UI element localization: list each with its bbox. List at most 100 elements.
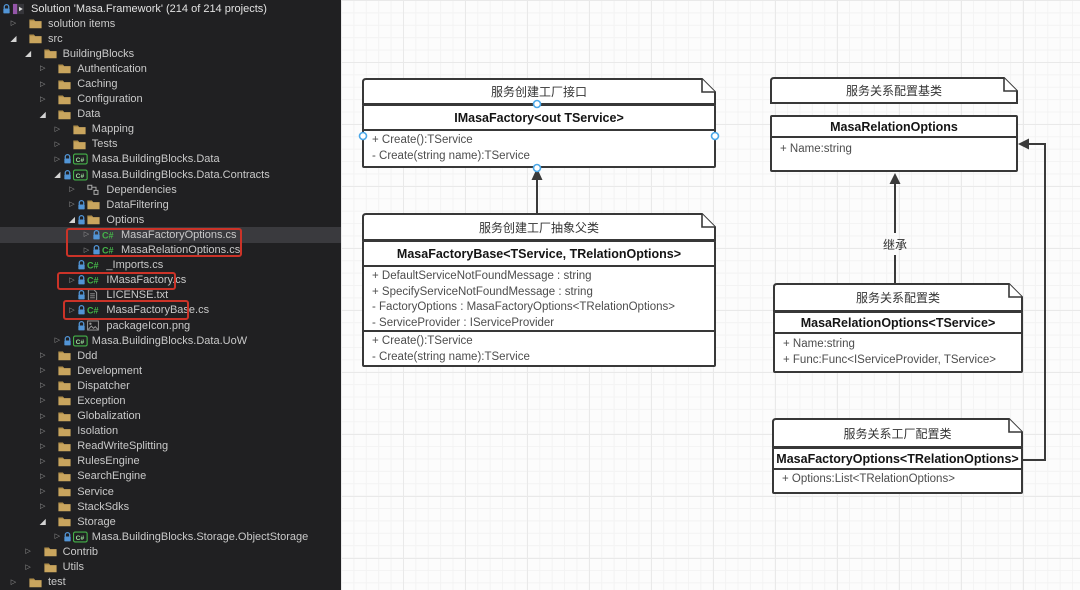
tree-item-label: Data (77, 108, 101, 121)
uml-class-imasafactory[interactable]: IMasaFactory<out TService> + Create():TS… (362, 104, 716, 168)
tree-item[interactable]: ◢ BuildingBlocks (0, 46, 341, 61)
note-outline (773, 283, 1023, 312)
expander-icon[interactable]: ▷ (25, 548, 31, 556)
uml-class-masafactoryoptions[interactable]: MasaFactoryOptions<TRelationOptions> + O… (772, 447, 1023, 494)
tree-item[interactable]: ▷ Dispatcher (0, 378, 341, 393)
tree-item[interactable]: ▷ Configuration (0, 92, 341, 107)
expander-icon[interactable]: ▷ (39, 95, 46, 103)
expander-icon[interactable]: ▷ (39, 442, 46, 450)
imagefile-icon (87, 320, 103, 331)
tree-item[interactable]: ▷ Service (0, 484, 341, 499)
tree-item-label: Masa.BuildingBlocks.Storage.ObjectStorag… (91, 530, 309, 543)
tree-item[interactable]: ▷ test (0, 575, 341, 590)
uml-diagram-canvas[interactable]: 服务创建工厂接口 服务创建工厂抽象父类 服务关系配置基类 服务关系配置类 服务关… (341, 0, 1080, 590)
tree-item[interactable]: ◢ Options (0, 212, 341, 227)
expander-icon[interactable]: ▷ (39, 80, 46, 88)
uml-class-title: IMasaFactory<out TService> (364, 106, 714, 131)
expander-icon[interactable]: ▷ (83, 231, 90, 239)
expander-icon[interactable]: ▷ (54, 140, 60, 148)
tree-item[interactable]: ▷ Utils (0, 559, 341, 574)
uml-note-factory-options[interactable]: 服务关系工厂配置类 (772, 418, 1023, 448)
expander-icon[interactable]: ▷ (54, 337, 60, 345)
expander-icon[interactable]: ▷ (69, 276, 75, 284)
tree-item-label: Masa.BuildingBlocks.Data.UoW (91, 334, 248, 347)
uml-note-abstract-base[interactable]: 服务创建工厂抽象父类 (362, 213, 716, 241)
expander-icon[interactable]: ▷ (69, 306, 75, 314)
tree-item[interactable]: ▷ C# MasaFactoryBase.cs (0, 303, 341, 318)
tree-item-label: Configuration (77, 93, 143, 106)
expander-icon[interactable]: ▷ (69, 201, 75, 209)
tree-item[interactable]: ▷ RulesEngine (0, 454, 341, 469)
tree-item[interactable]: ▷ Exception (0, 393, 341, 408)
tree-item[interactable]: ▷ Authentication (0, 61, 341, 76)
expander-icon[interactable]: ▷ (39, 457, 46, 465)
solution-explorer-panel: Solution 'Masa.Framework' (214 of 214 pr… (0, 0, 341, 590)
expander-icon[interactable]: ▷ (39, 397, 46, 405)
tree-item-solution-root[interactable]: Solution 'Masa.Framework' (214 of 214 pr… (0, 1, 341, 16)
folder-icon (44, 48, 60, 59)
tree-item[interactable]: ▷ C# Masa.BuildingBlocks.Data (0, 152, 341, 167)
tree-item[interactable]: ▷ C# Masa.BuildingBlocks.Storage.ObjectS… (0, 529, 341, 544)
tree-item[interactable]: ◢ Storage (0, 514, 341, 529)
tree-item[interactable]: ◢ C# Masa.BuildingBlocks.Data.Contracts (0, 167, 341, 182)
solution-tree: Solution 'Masa.Framework' (214 of 214 pr… (0, 1, 341, 590)
expander-icon[interactable]: ◢ (25, 49, 32, 59)
tree-item[interactable]: ▷ Globalization (0, 409, 341, 424)
expander-icon[interactable]: ◢ (68, 215, 75, 225)
expander-icon[interactable]: ▷ (39, 472, 46, 480)
expander-icon[interactable]: ▷ (39, 412, 46, 420)
folder-icon (58, 94, 74, 105)
expander-icon[interactable]: ▷ (39, 488, 46, 496)
edge-association[interactable] (1021, 143, 1046, 461)
tree-item[interactable]: ▷ solution items (0, 16, 341, 31)
expander-icon[interactable]: ▷ (39, 367, 46, 375)
expander-icon[interactable]: ◢ (39, 109, 46, 119)
tree-item[interactable]: ▷ Development (0, 363, 341, 378)
uml-note-relation-base[interactable]: 服务关系配置基类 (770, 77, 1018, 104)
tree-item[interactable]: ▷ Contrib (0, 544, 341, 559)
tree-item[interactable]: ▷ Isolation (0, 424, 341, 439)
uml-class-masafactorybase[interactable]: MasaFactoryBase<TService, TRelationOptio… (362, 240, 716, 367)
tree-item[interactable]: ▷ Mapping (0, 122, 341, 137)
tree-item[interactable]: ◢ src (0, 31, 341, 46)
tree-item[interactable]: packageIcon.png (0, 318, 341, 333)
tree-item[interactable]: ▷ Caching (0, 76, 341, 91)
tree-item-label: Mapping (91, 123, 134, 136)
tree-item[interactable]: ▷ SearchEngine (0, 469, 341, 484)
uml-note-interface[interactable]: 服务创建工厂接口 (362, 78, 716, 105)
expander-icon[interactable]: ▷ (54, 155, 60, 163)
expander-icon[interactable]: ▷ (39, 382, 46, 390)
tree-item[interactable]: ▷ StackSdks (0, 499, 341, 514)
expander-icon[interactable]: ▷ (10, 20, 17, 28)
uml-note-relation[interactable]: 服务关系配置类 (773, 283, 1023, 312)
expander-icon[interactable]: ◢ (10, 34, 17, 44)
expander-icon[interactable]: ◢ (54, 170, 61, 180)
expander-icon[interactable]: ◢ (39, 517, 46, 527)
tree-item[interactable]: ▷ Tests (0, 137, 341, 152)
tree-item[interactable]: LICENSE.txt (0, 288, 341, 303)
tree-item[interactable]: ▷ C# MasaFactoryOptions.cs (0, 227, 341, 243)
tree-item[interactable]: ◢ Data (0, 107, 341, 122)
tree-item[interactable]: ▷ C# IMasaFactory.cs (0, 273, 341, 288)
uml-member: - ServiceProvider : IServiceProvider (372, 316, 555, 329)
tree-item[interactable]: ▷ Dependencies (0, 182, 341, 197)
expander-icon[interactable]: ▷ (54, 125, 60, 133)
tree-item[interactable]: ▷ DataFiltering (0, 197, 341, 212)
tree-item[interactable]: ▷ Ddd (0, 348, 341, 363)
expander-icon[interactable]: ▷ (39, 352, 46, 360)
expander-icon[interactable]: ▷ (54, 533, 60, 541)
expander-icon[interactable]: ▷ (69, 186, 75, 194)
expander-icon[interactable]: ▷ (83, 246, 90, 254)
expander-icon[interactable]: ▷ (25, 563, 31, 571)
tree-item[interactable]: ▷ C# Masa.BuildingBlocks.Data.UoW (0, 333, 341, 348)
expander-icon[interactable]: ▷ (39, 503, 46, 511)
folder-icon (73, 124, 89, 135)
uml-class-masarelationoptions[interactable]: MasaRelationOptions + Name:string (770, 115, 1018, 172)
tree-item[interactable]: ▷ C# MasaRelationOptions.cs (0, 243, 341, 258)
tree-item[interactable]: C# _Imports.cs (0, 258, 341, 273)
uml-class-masarelationoptions-generic[interactable]: MasaRelationOptions<TService> + Name:str… (773, 311, 1023, 373)
expander-icon[interactable]: ▷ (10, 578, 17, 586)
expander-icon[interactable]: ▷ (39, 65, 46, 73)
expander-icon[interactable]: ▷ (39, 427, 46, 435)
tree-item[interactable]: ▷ ReadWriteSplitting (0, 439, 341, 454)
